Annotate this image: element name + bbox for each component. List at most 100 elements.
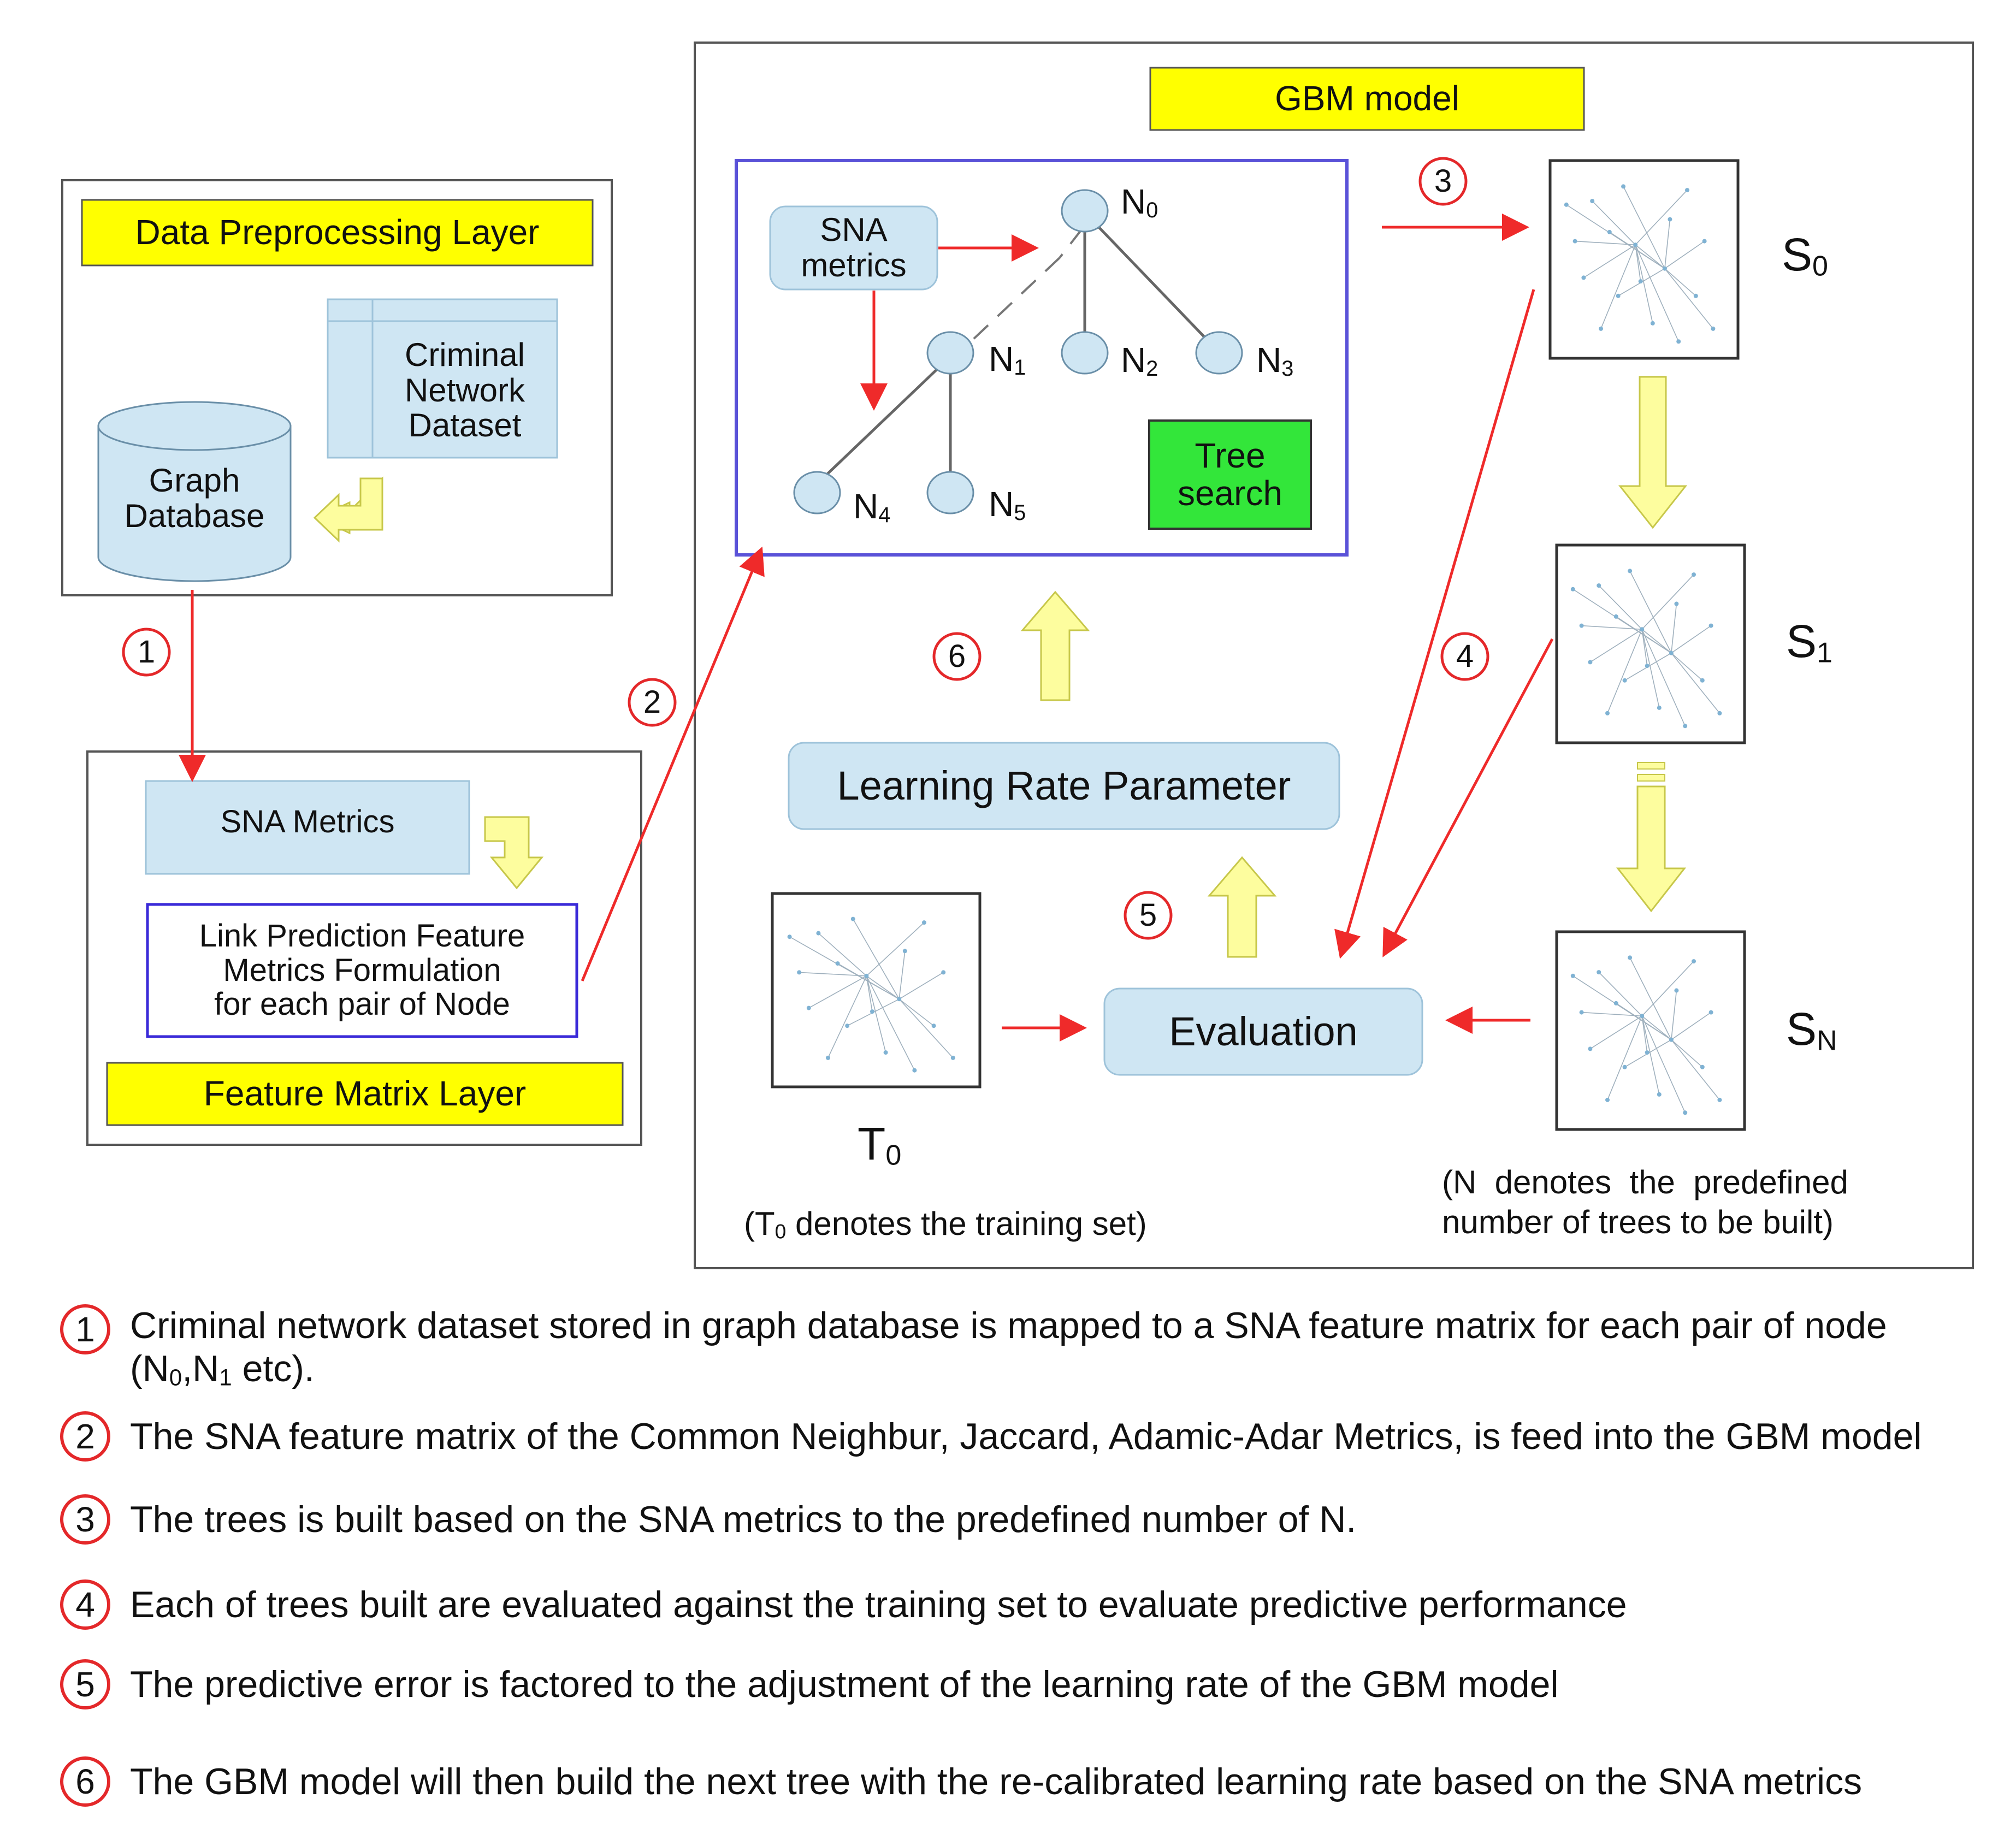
node-n2	[1061, 331, 1109, 375]
graph-node	[1590, 199, 1595, 204]
step-num-3: 3	[1434, 163, 1452, 199]
gbm-title: GBM model	[1275, 79, 1459, 119]
graph-node	[1640, 627, 1645, 632]
step-circle-4	[1440, 632, 1489, 681]
graph-edge	[1592, 200, 1636, 245]
training-set-label: T0	[858, 1118, 902, 1172]
graph-edge	[1641, 629, 1660, 708]
graph-node	[1588, 660, 1593, 665]
legend-num: 1	[60, 1304, 110, 1354]
tree-s0-label: S0	[1782, 229, 1828, 282]
graph-edge	[808, 975, 867, 1009]
step-circle-3	[1418, 157, 1468, 206]
training-note: (T0 denotes the training set)	[744, 1205, 1147, 1243]
step-num-4: 4	[1456, 638, 1474, 674]
graph-edge	[866, 975, 873, 1012]
graph-edge	[1671, 1011, 1712, 1040]
s0-to-s1-arrow	[1618, 376, 1688, 529]
graph-node	[1683, 724, 1688, 729]
node-n1	[926, 331, 974, 375]
legend-item-6: 6 The GBM model will then build the next…	[60, 1756, 1862, 1807]
graph-edge	[1583, 244, 1636, 279]
graph-node	[1711, 326, 1716, 331]
graph-edge	[1635, 244, 1665, 269]
data-preprocessing-title: Data Preprocessing Layer	[135, 212, 540, 252]
feature-matrix-title: Feature Matrix Layer	[203, 1074, 527, 1114]
graph-edge	[1575, 240, 1636, 246]
graph-edge	[1664, 268, 1714, 329]
graph-edge	[789, 936, 900, 999]
data-preprocessing-title-box	[81, 199, 594, 267]
graph-edge	[1671, 1039, 1721, 1101]
step-num-6: 6	[948, 638, 966, 674]
graph-node	[870, 1009, 874, 1014]
graph-node	[1645, 664, 1650, 668]
s1-to-sn-arrow	[1616, 785, 1687, 913]
graph-node	[1692, 572, 1696, 577]
graph-edge	[1589, 629, 1642, 663]
graph-node	[845, 1024, 850, 1028]
graph-edge	[1671, 1039, 1703, 1068]
graph-node	[1564, 202, 1569, 207]
training-set-graph	[771, 892, 982, 1088]
graph-node	[1628, 955, 1633, 960]
graph-node	[1621, 184, 1626, 189]
sna-metrics-box	[145, 780, 470, 875]
graph-edge	[1641, 629, 1672, 654]
graph-edge	[1629, 957, 1672, 1040]
legend-item-4: 4 Each of trees built are evaluated agai…	[60, 1579, 1627, 1630]
graph-node	[902, 949, 907, 954]
feature-matrix-title-box	[106, 1062, 624, 1126]
graph-edge	[1641, 961, 1694, 1016]
graph-node	[1662, 266, 1667, 271]
graph-node	[897, 997, 902, 1002]
legend-item-2: 2 The SNA feature matrix of the Common N…	[60, 1411, 1922, 1462]
graph-edge	[1641, 1016, 1660, 1095]
graph-node	[1605, 711, 1610, 715]
graph-edge	[1664, 219, 1671, 269]
graph-edge	[853, 919, 900, 999]
graph-edge	[1607, 1015, 1642, 1101]
graph-node	[922, 920, 926, 925]
graph-edge	[898, 972, 944, 999]
graph-node	[1683, 1110, 1688, 1115]
graph-edge	[1566, 204, 1665, 269]
n-note: (N denotes the predefined number of tree…	[1442, 1164, 1848, 1241]
graph-node	[1572, 239, 1577, 244]
graph-edge	[1572, 589, 1672, 654]
legend-num: 6	[60, 1756, 110, 1807]
graph-node	[1674, 601, 1679, 606]
graph-edge	[1607, 629, 1642, 714]
graph-edge	[1629, 571, 1672, 654]
graph-node	[1628, 569, 1633, 573]
graph-edge	[898, 998, 954, 1058]
graph-node	[1700, 678, 1705, 683]
evaluation-to-learning-arrow	[1207, 856, 1277, 958]
node-n2-label: N2	[1121, 340, 1158, 381]
graph-database-cylinder	[97, 425, 292, 582]
graph-edge	[1641, 574, 1694, 630]
graph-node	[1597, 970, 1601, 975]
graph-node	[1702, 239, 1707, 244]
graph-node	[1579, 1010, 1584, 1015]
step-num-5: 5	[1139, 897, 1157, 933]
legend-text: Criminal network dataset stored in graph…	[130, 1305, 1887, 1391]
graph-node	[816, 931, 821, 936]
link-prediction-box	[146, 903, 578, 1038]
arrow-step2	[581, 546, 765, 981]
graph-node	[1581, 275, 1586, 280]
graph-edge	[1641, 629, 1686, 726]
graph-edge	[898, 998, 935, 1026]
legend-num: 4	[60, 1579, 110, 1630]
graph-edge	[1598, 585, 1642, 630]
graph-node	[1597, 583, 1601, 588]
graph-node	[1607, 229, 1612, 234]
graph-node	[1613, 1001, 1618, 1005]
graph-node	[1657, 705, 1662, 710]
graph-edge	[1671, 653, 1703, 681]
legend-text: The SNA feature matrix of the Common Nei…	[130, 1415, 1922, 1457]
graph-edge	[1635, 245, 1641, 282]
tree-sn-graph	[1555, 930, 1746, 1131]
